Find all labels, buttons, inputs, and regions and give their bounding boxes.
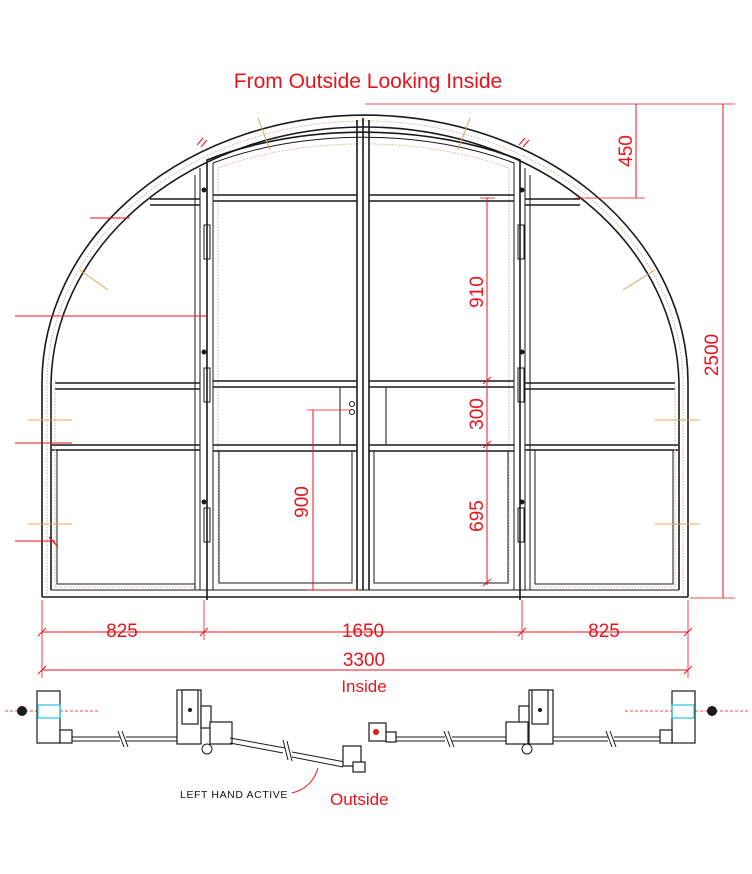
double-door <box>206 118 521 600</box>
right-hinges <box>517 187 525 543</box>
inner-arch-frame <box>50 126 680 590</box>
plan-left-jamb <box>17 690 73 744</box>
dim-300-label: 300 <box>467 398 488 430</box>
left-leader-lines <box>15 217 207 548</box>
dim-1650-label: 1650 <box>342 621 384 642</box>
plan-right-door-post <box>505 689 554 755</box>
dimension-leaf-heights: 910 300 695 <box>467 197 495 587</box>
plan-view <box>5 689 750 794</box>
dimension-overall-height: 2500 <box>690 104 735 599</box>
plan-left-door-post <box>176 689 233 755</box>
right-sidelight <box>524 168 678 590</box>
left-sidelight <box>52 168 201 590</box>
inside-label: Inside <box>341 677 386 696</box>
door-handle-icon <box>349 401 355 407</box>
dim-825-right-label: 825 <box>588 621 620 642</box>
door-elevation <box>15 114 700 600</box>
drawing-title: From Outside Looking Inside <box>234 70 502 93</box>
dimension-handle-height: 900 <box>292 409 358 591</box>
plan-active-leaf <box>229 737 366 773</box>
dim-695-label: 695 <box>467 500 488 532</box>
dim-3300-label: 3300 <box>343 650 385 671</box>
dim-2500-label: 2500 <box>702 334 723 376</box>
dimension-widths: 825 1650 825 3300 <box>37 600 693 678</box>
door-lock-icon <box>349 409 355 415</box>
anchor-bolt-icon <box>17 706 27 716</box>
outer-arch-frame <box>41 114 689 597</box>
dim-450-label: 450 <box>616 135 637 167</box>
dimension-arch-rise: 450 <box>365 103 735 199</box>
left-hand-active-note: LEFT HAND ACTIVE <box>180 789 288 801</box>
plan-right-jamb <box>659 690 717 744</box>
arch-bead <box>46 120 684 594</box>
dim-910-label: 910 <box>467 276 488 308</box>
dim-825-left-label: 825 <box>106 621 138 642</box>
outside-label: Outside <box>330 790 389 809</box>
arch-ticks <box>28 117 700 525</box>
dim-900-label: 900 <box>292 486 313 518</box>
plan-center-stop <box>368 722 397 743</box>
anchor-bolt-icon <box>707 706 717 716</box>
left-hinges <box>201 187 211 543</box>
